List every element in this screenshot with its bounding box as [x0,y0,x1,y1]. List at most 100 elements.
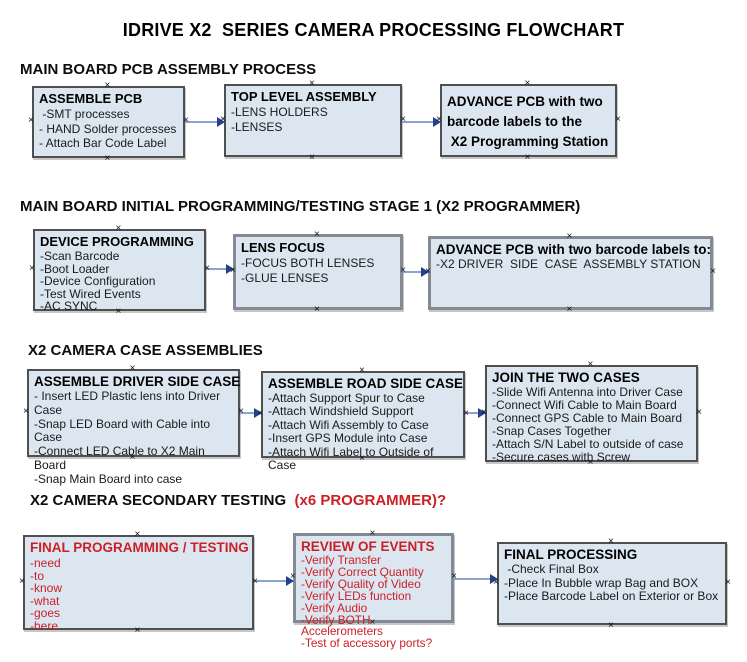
flow-box-lens-focus[interactable]: LENS FOCUS -FOCUS BOTH LENSES-GLUE LENSE… [230,230,406,315]
connection-handle-icon[interactable]: × [451,571,457,582]
flow-arrow[interactable] [465,408,486,418]
box-item: - HAND Solder processes [39,121,177,136]
connection-handle-icon[interactable]: × [230,265,236,276]
connection-handle-icon[interactable]: × [19,575,25,587]
connection-handle-icon[interactable]: × [608,620,614,631]
section-heading-case-assemblies: X2 CAMERA CASE ASSEMBLIES [28,342,263,359]
connection-handle-icon[interactable]: × [28,115,34,126]
connection-handle-icon[interactable]: × [183,115,189,126]
connection-handle-icon[interactable]: × [204,263,210,274]
connection-handle-icon[interactable]: × [696,406,702,418]
connection-handle-icon[interactable]: × [400,265,406,276]
connection-handle-icon[interactable]: × [104,153,111,164]
flow-box-join-the-two-cases[interactable]: JOIN THE TWO CASES -Slide Wifi Antenna i… [481,360,702,468]
connection-handle-icon[interactable]: × [493,576,499,588]
connection-handle-icon[interactable]: × [29,263,35,274]
connection-handle-icon[interactable]: × [566,304,573,315]
box-item: -Slide Wifi Antenna into Driver Case [492,385,683,399]
box-items: -Attach Support Spur to Case-Attach Wind… [268,391,459,472]
flow-box-assemble-road-side-case[interactable]: ASSEMBLE ROAD SIDE CASE -Attach Support … [257,366,469,472]
box-items: -Slide Wifi Antenna into Driver Case -Con… [492,386,692,464]
page-title: IDRIVE X2 SERIES CAMERA PROCESSING FLOWC… [122,20,625,40]
arrowhead-icon [478,408,486,418]
box-title: FINAL PROCESSING [504,547,638,562]
connection-handle-icon[interactable]: × [463,407,469,419]
connection-handle-icon[interactable]: × [587,457,594,468]
box-item: -Verify BOTH Accelerometers [301,612,383,639]
connection-handle-icon[interactable]: × [369,528,376,539]
connection-handle-icon[interactable]: × [359,453,365,464]
box-item: -here [30,618,59,633]
flow-arrow[interactable] [185,117,225,127]
flow-box-review-of-events[interactable]: REVIEW OF EVENTS -Verify Transfer-Verify… [290,529,457,650]
connection-handle-icon[interactable]: × [566,231,573,242]
box-item: -Verify Correct Quantity [301,564,424,579]
box-item: -AC SYNC [40,299,98,314]
connection-handle-icon[interactable]: × [23,406,29,417]
box-title: ASSEMBLE PCB [39,91,143,106]
section-heading-initial-programming: MAIN BOARD INITIAL PROGRAMMING/TESTING S… [20,198,581,215]
connection-handle-icon[interactable]: × [425,266,431,277]
flow-arrow[interactable] [403,267,429,277]
connection-handle-icon[interactable]: × [238,406,244,417]
box-title: ASSEMBLE DRIVER SIDE CASE [34,374,241,389]
connection-handle-icon[interactable]: × [115,306,122,317]
flow-arrow[interactable] [454,574,498,584]
connection-handle-icon[interactable]: × [725,576,731,588]
flow-box-final-programming-testing[interactable]: FINAL PROGRAMMING / TESTING -need-to-kno… [19,530,258,636]
flow-arrow[interactable] [402,117,441,127]
connection-handle-icon[interactable]: × [290,571,296,582]
connection-handle-icon[interactable]: × [134,529,141,540]
box-items: -Scan Barcode-Boot Loader-Device Configu… [40,250,200,313]
box-item: -what [30,593,60,608]
connection-handle-icon[interactable]: × [309,78,315,89]
connection-handle-icon[interactable]: × [359,365,365,376]
flow-arrow[interactable] [240,408,262,418]
connection-handle-icon[interactable]: × [129,363,136,374]
arrowhead-icon [286,576,294,586]
connection-handle-icon[interactable]: × [129,452,136,463]
arrowhead-icon [254,408,262,418]
flow-arrow[interactable] [206,264,234,274]
box-item: -Connect GPS Cable to Main Board [492,411,683,425]
connection-handle-icon[interactable]: × [257,407,263,419]
box-item: -Device Configuration [40,274,156,289]
connection-handle-icon[interactable]: × [400,113,406,125]
connection-handle-icon[interactable]: × [104,80,111,91]
box-item: -Scan Barcode [40,249,120,263]
box-title: ASSEMBLE ROAD SIDE CASE [268,376,464,391]
connection-handle-icon[interactable]: × [314,229,320,240]
connection-handle-icon[interactable]: × [369,617,376,628]
box-item: -Place Barcode Label on Exterior or Box [504,589,719,603]
flow-box-device-programming[interactable]: DEVICE PROGRAMMING -Scan Barcode-Boot Lo… [29,224,210,317]
connection-handle-icon[interactable]: × [615,113,621,125]
flow-box-top-level-assembly[interactable]: TOP LEVEL ASSEMBLY -LENS HOLDERS-LENSES … [220,79,406,163]
connection-handle-icon[interactable]: × [220,113,226,125]
connection-handle-icon[interactable]: × [710,266,716,277]
flow-arrow[interactable] [254,576,294,586]
connection-handle-icon[interactable]: × [524,78,531,89]
arrowhead-icon [490,574,498,584]
connection-handle-icon[interactable]: × [115,223,122,234]
connection-handle-icon[interactable]: × [587,359,594,370]
flow-box-assemble-pcb[interactable]: ASSEMBLE PCB -SMT processes- HAND Solder… [28,81,189,164]
box-item: -Attach S/N Label to outside of case [492,437,684,451]
connection-handle-icon[interactable]: × [134,625,141,636]
connection-handle-icon[interactable]: × [252,575,258,587]
connection-handle-icon[interactable]: × [314,304,320,315]
flow-box-final-processing[interactable]: FINAL PROCESSING -Check Final Box-Place … [493,537,731,631]
connection-handle-icon[interactable]: × [436,113,442,125]
box-item: -Check Final Box [504,562,599,576]
connection-handle-icon[interactable]: × [481,406,487,418]
box-items: -LENS HOLDERS-LENSES [231,105,396,135]
flow-box-assemble-driver-side-case[interactable]: ASSEMBLE DRIVER SIDE CASE - Insert LED P… [23,364,244,486]
box-item: - Attach Bar Code Label [39,136,167,150]
connection-handle-icon[interactable]: × [309,152,315,163]
box-items: -Check Final Box-Place In Bubble wrap Ba… [504,562,721,604]
flow-box-advance-to-case-assembly[interactable]: ADVANCE PCB with two barcode labels to: … [425,232,716,315]
connection-handle-icon[interactable]: × [608,536,614,547]
connection-handle-icon[interactable]: × [524,152,531,163]
